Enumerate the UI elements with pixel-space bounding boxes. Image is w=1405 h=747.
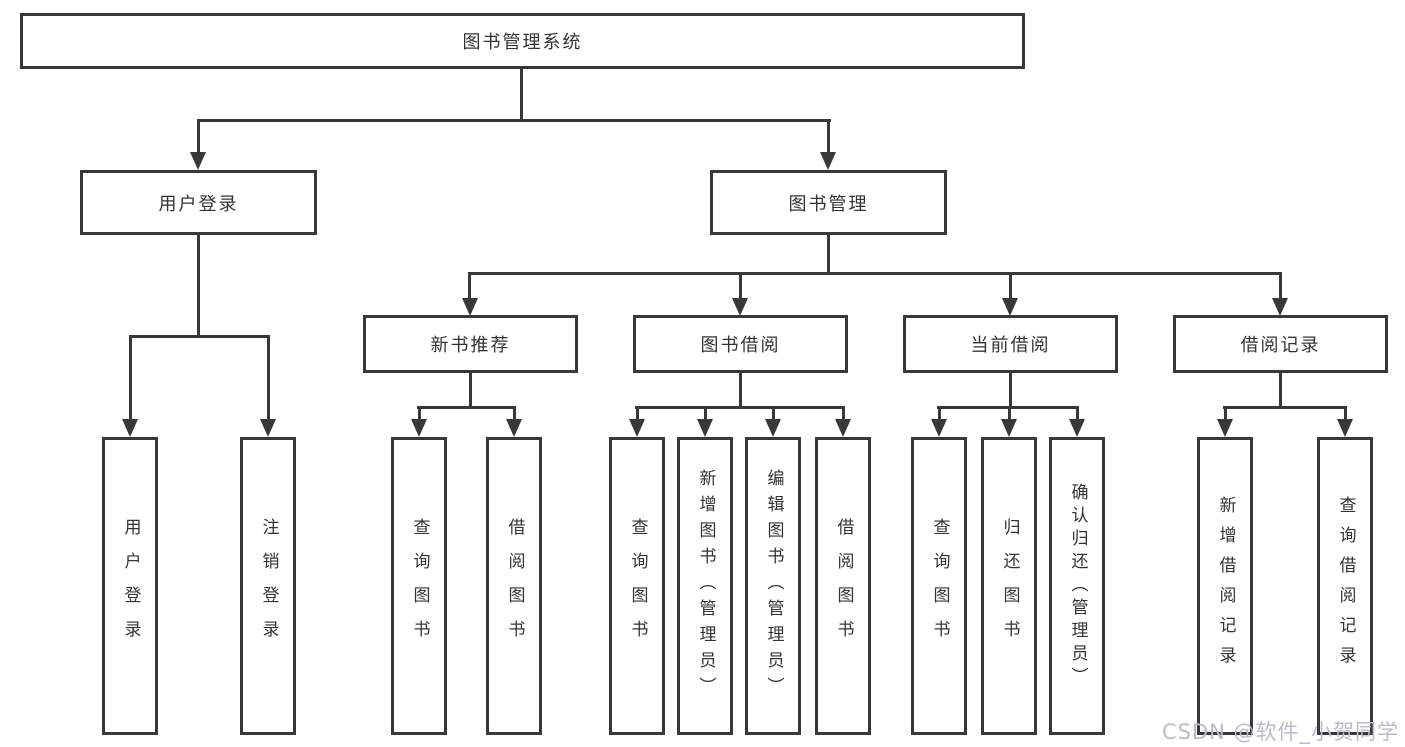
- leaf-node-return-books: 归还图书: [981, 437, 1037, 735]
- connector-line: [1279, 272, 1282, 300]
- connector-line: [468, 272, 471, 300]
- connector-line: [197, 119, 200, 156]
- leaf-node-search-borrow-record: 查询借阅记录: [1317, 437, 1373, 735]
- watermark: CSDN @软件_小贺同学: [1161, 720, 1399, 744]
- connector-line: [197, 235, 200, 337]
- arrow-down-icon: [697, 419, 713, 437]
- node-label: 借阅图书: [833, 518, 854, 654]
- connector-line: [827, 119, 830, 156]
- node-label: 编辑图书（管理员）: [763, 469, 784, 703]
- node-label: 新增图书（管理员）: [695, 469, 716, 703]
- node-label: 归还图书: [999, 518, 1020, 654]
- leaf-node-user-login: 用户登录: [102, 437, 158, 735]
- node-label: 查询借阅记录: [1335, 496, 1356, 676]
- node-new-book-recommend: 新书推荐: [363, 315, 578, 373]
- connector-line: [1223, 406, 1347, 409]
- connector-line: [704, 406, 707, 423]
- connector-line: [842, 406, 845, 423]
- leaf-node-confirm-return-admin: 确认归还（管理员）: [1049, 437, 1105, 735]
- node-user-login-group: 用户登录: [80, 170, 317, 235]
- node-label: 借阅记录: [1240, 335, 1321, 356]
- arrow-down-icon: [629, 419, 645, 437]
- arrow-down-icon: [1217, 419, 1233, 437]
- leaf-node-logout: 注销登录: [240, 437, 296, 735]
- arrow-down-icon: [506, 419, 522, 437]
- node-label: 新增借阅记录: [1215, 496, 1236, 676]
- connector-line: [469, 373, 472, 409]
- connector-line: [417, 406, 516, 409]
- arrow-down-icon: [122, 419, 138, 437]
- connector-line: [827, 235, 830, 274]
- connector-line: [1344, 406, 1347, 423]
- connector-line: [772, 406, 775, 423]
- arrow-down-icon: [1002, 298, 1018, 316]
- node-label: 用户登录: [120, 518, 141, 654]
- arrow-down-icon: [1001, 419, 1017, 437]
- node-label: 查询图书: [929, 518, 950, 654]
- connector-line: [1279, 373, 1282, 409]
- leaf-node-borrow-books-recommend: 借阅图书: [486, 437, 542, 735]
- arrow-down-icon: [1272, 298, 1288, 316]
- connector-line: [197, 119, 831, 122]
- node-label: 借阅图书: [504, 518, 525, 654]
- leaf-node-borrow-books: 借阅图书: [815, 437, 871, 735]
- node-current-borrow: 当前借阅: [903, 315, 1118, 373]
- arrow-down-icon: [765, 419, 781, 437]
- leaf-node-search-books-current: 查询图书: [911, 437, 967, 735]
- node-label: 图书管理系统: [462, 32, 583, 53]
- connector-line: [129, 335, 132, 421]
- arrow-down-icon: [931, 419, 947, 437]
- connector-line: [520, 69, 523, 121]
- connector-line: [513, 406, 516, 423]
- connector-line: [418, 406, 421, 423]
- arrow-down-icon: [411, 419, 427, 437]
- connector-line: [1008, 406, 1011, 423]
- arrow-down-icon: [820, 152, 836, 170]
- node-book-management: 图书管理: [710, 170, 947, 235]
- arrow-down-icon: [462, 298, 478, 316]
- node-borrow-record: 借阅记录: [1173, 315, 1388, 373]
- connector-line: [739, 272, 742, 300]
- arrow-down-icon: [835, 419, 851, 437]
- leaf-node-add-borrow-record: 新增借阅记录: [1197, 437, 1253, 735]
- leaf-node-search-books-borrow: 查询图书: [609, 437, 665, 735]
- node-label: 图书管理: [788, 193, 869, 215]
- node-label: 查询图书: [409, 518, 430, 654]
- connector-line: [1224, 406, 1227, 423]
- node-label: 查询图书: [627, 518, 648, 654]
- node-label: 注销登录: [258, 518, 279, 654]
- connector-line: [129, 335, 270, 338]
- arrow-down-icon: [1069, 419, 1085, 437]
- leaf-node-search-books-recommend: 查询图书: [391, 437, 447, 735]
- connector-line: [636, 406, 639, 423]
- connector-line: [938, 406, 941, 423]
- node-label: 确认归还（管理员）: [1067, 482, 1088, 690]
- node-book-borrow: 图书借阅: [633, 315, 848, 373]
- arrow-down-icon: [1337, 419, 1353, 437]
- connector-line: [635, 406, 845, 409]
- node-label: 当前借阅: [970, 335, 1051, 356]
- leaf-node-edit-book-admin: 编辑图书（管理员）: [745, 437, 801, 735]
- leaf-node-add-book-admin: 新增图书（管理员）: [677, 437, 733, 735]
- connector-line: [267, 335, 270, 421]
- connector-line: [739, 373, 742, 409]
- connector-line: [1009, 272, 1012, 300]
- node-label: 用户登录: [158, 193, 239, 215]
- arrow-down-icon: [260, 419, 276, 437]
- node-root-system: 图书管理系统: [20, 13, 1025, 69]
- connector-line: [468, 272, 1282, 275]
- connector-line: [1009, 373, 1012, 409]
- arrow-down-icon: [732, 298, 748, 316]
- connector-line: [1076, 406, 1079, 423]
- node-label: 新书推荐: [430, 335, 511, 356]
- arrow-down-icon: [190, 152, 206, 170]
- node-label: 图书借阅: [700, 335, 781, 356]
